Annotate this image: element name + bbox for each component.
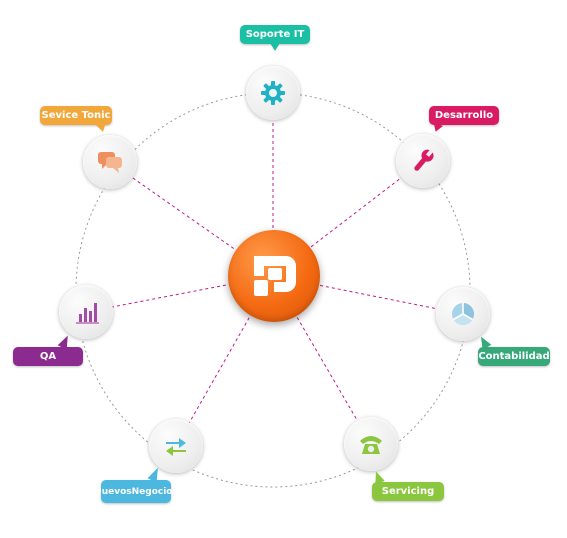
node-qa[interactable] bbox=[59, 285, 113, 339]
label-soporte-it[interactable]: Soporte IT bbox=[240, 25, 310, 44]
chat-bubbles-icon bbox=[98, 152, 122, 173]
wrench-icon bbox=[414, 148, 434, 171]
pie-chart-icon bbox=[452, 303, 474, 325]
label-nuevos-negocios-line2: Negocios bbox=[131, 486, 178, 497]
bar-chart-icon bbox=[76, 303, 99, 324]
company-logo-icon bbox=[254, 256, 296, 296]
gear-icon bbox=[261, 81, 285, 105]
label-sevice-tonic[interactable]: Sevice Tonic bbox=[40, 106, 112, 125]
label-pointer bbox=[270, 43, 280, 51]
hub-logo-node[interactable] bbox=[228, 230, 320, 322]
label-desarrollo[interactable]: Desarrollo bbox=[429, 106, 499, 125]
node-nuevos-negocios[interactable] bbox=[149, 419, 203, 473]
node-servicing[interactable] bbox=[344, 417, 398, 471]
label-qa[interactable]: QA bbox=[13, 347, 83, 366]
node-soporte-it[interactable] bbox=[246, 66, 300, 120]
label-contabilidad[interactable]: Contabilidad bbox=[478, 347, 550, 366]
label-servicing[interactable]: Servicing bbox=[372, 482, 444, 501]
label-nuevos-negocios[interactable]: Nuevos Negocios bbox=[94, 480, 178, 503]
exchange-arrows-icon bbox=[166, 438, 186, 456]
label-nuevos-negocios-line1: Nuevos bbox=[94, 486, 132, 497]
node-desarrollo[interactable] bbox=[396, 134, 450, 188]
node-sevice-tonic[interactable] bbox=[83, 135, 137, 189]
node-contabilidad[interactable] bbox=[436, 287, 490, 341]
telephone-icon bbox=[360, 436, 382, 454]
